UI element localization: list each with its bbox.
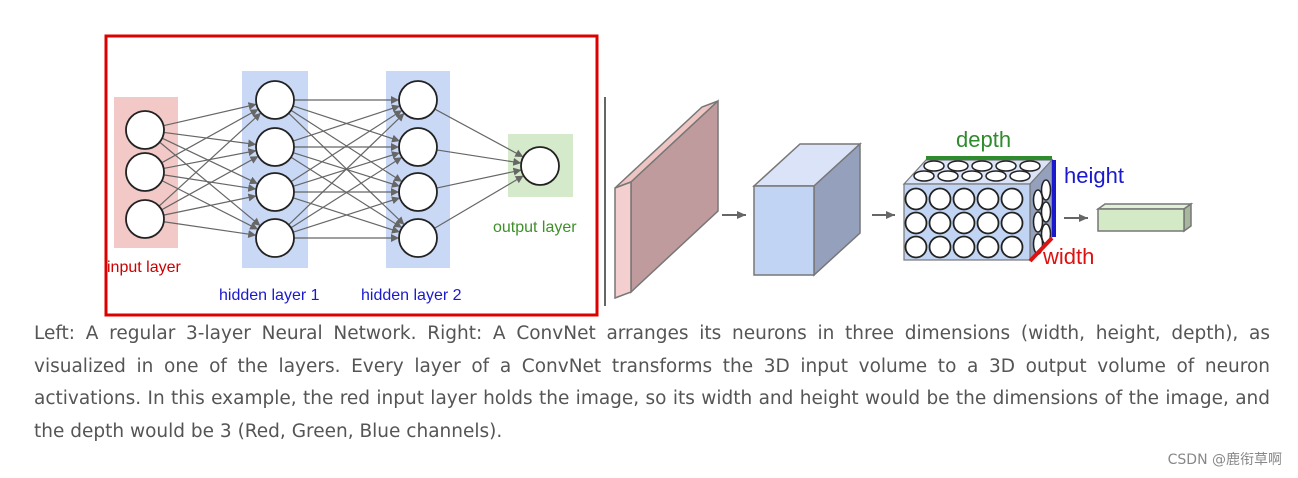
neuron — [125, 110, 165, 150]
input-volume — [614, 99, 719, 300]
neuron — [125, 199, 165, 239]
connection-line — [292, 196, 400, 233]
volume-neuron — [937, 170, 959, 182]
connection-line — [163, 193, 257, 216]
neuron — [398, 172, 438, 212]
volume-neuron — [952, 211, 976, 235]
neuron — [398, 127, 438, 167]
hidden-layer-2-label: hidden layer 2 — [361, 287, 462, 304]
volume-neurons — [904, 160, 1052, 259]
neuron — [255, 218, 295, 258]
watermark: CSDN @鹿衔草啊 — [1167, 452, 1282, 468]
volume-neuron — [904, 211, 928, 235]
neuron — [125, 152, 165, 192]
figure-diagram: input layer hidden layer 1 hidden layer … — [104, 34, 1194, 317]
connection-line — [158, 112, 261, 207]
neuron — [255, 172, 295, 212]
volume-neuron — [923, 160, 945, 172]
volume-neuron — [995, 160, 1017, 172]
connection-line — [292, 104, 400, 142]
depth-label: depth — [956, 127, 1011, 152]
connection-line — [436, 167, 522, 189]
connection-line — [288, 113, 405, 226]
volume-neuron — [1019, 160, 1041, 172]
connection-line — [163, 102, 257, 127]
volume-neuron — [913, 170, 935, 182]
output-volume — [1095, 202, 1194, 233]
highlight-frame — [104, 34, 599, 317]
volume-neuron — [1009, 170, 1031, 182]
volume-neuron — [928, 187, 952, 211]
volume-neuron — [928, 211, 952, 235]
volume-neuron — [1032, 211, 1044, 233]
volume-neuron — [1032, 189, 1044, 211]
convnet-diagram: depth height width — [614, 99, 1194, 300]
connection-line — [163, 131, 257, 148]
width-label: width — [1042, 244, 1094, 269]
volume-neuron — [976, 235, 1000, 259]
neuron — [520, 146, 560, 186]
connection-line — [434, 108, 524, 158]
connection-line — [163, 174, 257, 192]
volume-neuron — [1000, 211, 1024, 235]
connection-line — [434, 175, 524, 229]
hidden-volume-1 — [752, 142, 862, 277]
output-layer-label: output layer — [493, 219, 577, 236]
connection-line — [163, 221, 257, 239]
connection-line — [290, 157, 402, 229]
volume-neuron — [952, 235, 976, 259]
volume-neuron — [904, 187, 928, 211]
connection-line — [161, 156, 259, 211]
volume-neuron — [952, 187, 976, 211]
volume-neuron — [976, 187, 1000, 211]
neurons — [125, 80, 560, 258]
connection-line — [161, 109, 259, 164]
connection-line — [290, 110, 403, 183]
connection-line — [161, 137, 258, 184]
volume-neuron — [971, 160, 993, 172]
height-label: height — [1064, 163, 1124, 188]
volume-neuron — [961, 170, 983, 182]
neuron — [255, 127, 295, 167]
neuron-volume — [902, 156, 1056, 263]
neuron — [398, 218, 438, 258]
volume-neuron — [1040, 201, 1052, 223]
hidden-layer-1-label: hidden layer 1 — [219, 287, 320, 304]
volume-neuron — [947, 160, 969, 172]
neuron — [255, 80, 295, 120]
volume-neuron — [1000, 235, 1024, 259]
volume-neuron — [928, 235, 952, 259]
connection-lines — [158, 96, 524, 242]
connection-line — [436, 149, 522, 166]
width-edge — [1028, 236, 1054, 263]
input-layer-label: input layer — [107, 259, 181, 276]
volume-neuron — [1000, 187, 1024, 211]
volume-neuron — [976, 211, 1000, 235]
neuron — [398, 80, 438, 120]
volume-neuron — [1040, 179, 1052, 201]
volume-neuron — [985, 170, 1007, 182]
figure-caption: Left: A regular 3-layer Neural Network. … — [34, 323, 1270, 442]
neural-network-diagram: input layer hidden layer 1 hidden layer … — [104, 34, 599, 317]
volume-neuron — [904, 235, 928, 259]
